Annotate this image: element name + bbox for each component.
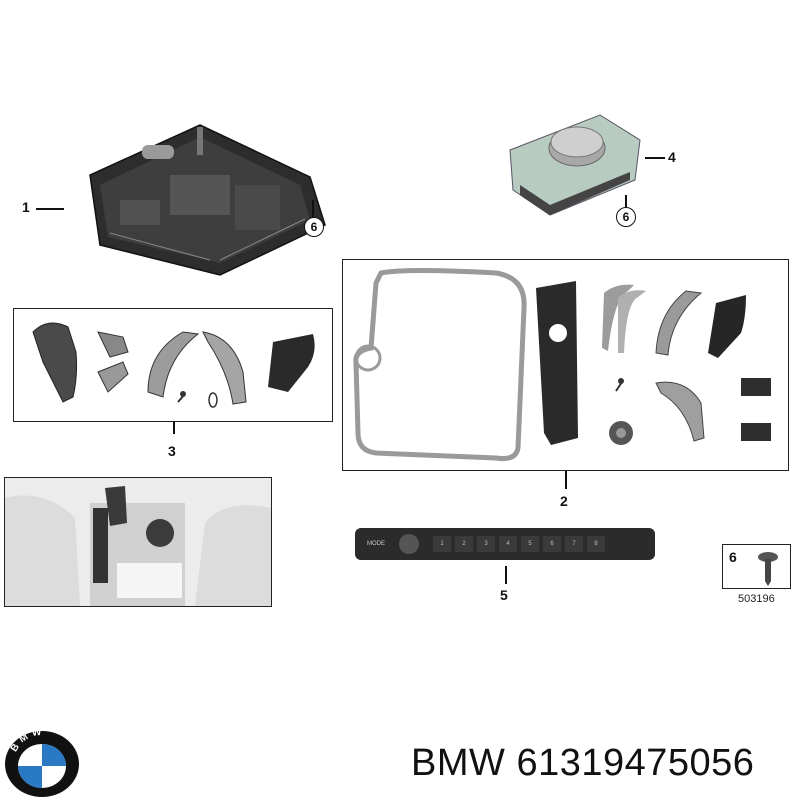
leader-line-4 — [645, 157, 665, 159]
radio-mode-label: MODE — [367, 541, 385, 547]
callout-2: 2 — [560, 493, 568, 509]
group-2-frame — [342, 259, 789, 471]
callout-6-circle-part1: 6 — [304, 217, 324, 237]
radio-preset-1: 1 — [433, 536, 451, 552]
leader-line-2 — [565, 471, 567, 489]
screw-ref-code: 503196 — [738, 593, 775, 605]
radio-preset-2: 2 — [455, 536, 473, 552]
footer-brand-and-part-number: BMW 61319475056 — [411, 742, 754, 785]
callout-6-circle-part4: 6 — [616, 207, 636, 227]
radio-preset-8: 8 — [587, 536, 605, 552]
part-number: 61319475056 — [516, 742, 755, 784]
callout-6-screw: 6 — [729, 549, 737, 565]
callout-5: 5 — [500, 587, 508, 603]
leader-line-1 — [36, 208, 64, 210]
radio-preset-5: 5 — [521, 536, 539, 552]
leader-line-6b — [625, 195, 627, 207]
leader-line-5 — [505, 566, 507, 584]
gear-selector-parts-illustration — [32, 322, 315, 408]
screw-icon — [758, 552, 778, 586]
callout-3: 3 — [168, 443, 176, 459]
leader-line-6a — [312, 200, 314, 217]
console-housing-illustration — [89, 124, 326, 276]
idrive-controller-illustration — [509, 114, 641, 216]
interior-photo — [4, 477, 272, 607]
leader-line-3 — [173, 422, 175, 434]
interior-photo-illustration — [5, 478, 271, 606]
group-3-frame — [13, 308, 333, 422]
callout-1: 1 — [22, 199, 30, 215]
trim-panel-parts-illustration — [353, 268, 771, 461]
brand-name: BMW — [411, 742, 506, 784]
bmw-logo: BMW — [5, 728, 79, 797]
radio-preset-6: 6 — [543, 536, 561, 552]
radio-preset-3: 3 — [477, 536, 495, 552]
callout-4: 4 — [668, 149, 676, 165]
radio-preset-7: 7 — [565, 536, 583, 552]
screw-detail-box: 6 — [722, 544, 791, 589]
radio-volume-knob — [399, 534, 419, 554]
radio-preset-4: 4 — [499, 536, 517, 552]
